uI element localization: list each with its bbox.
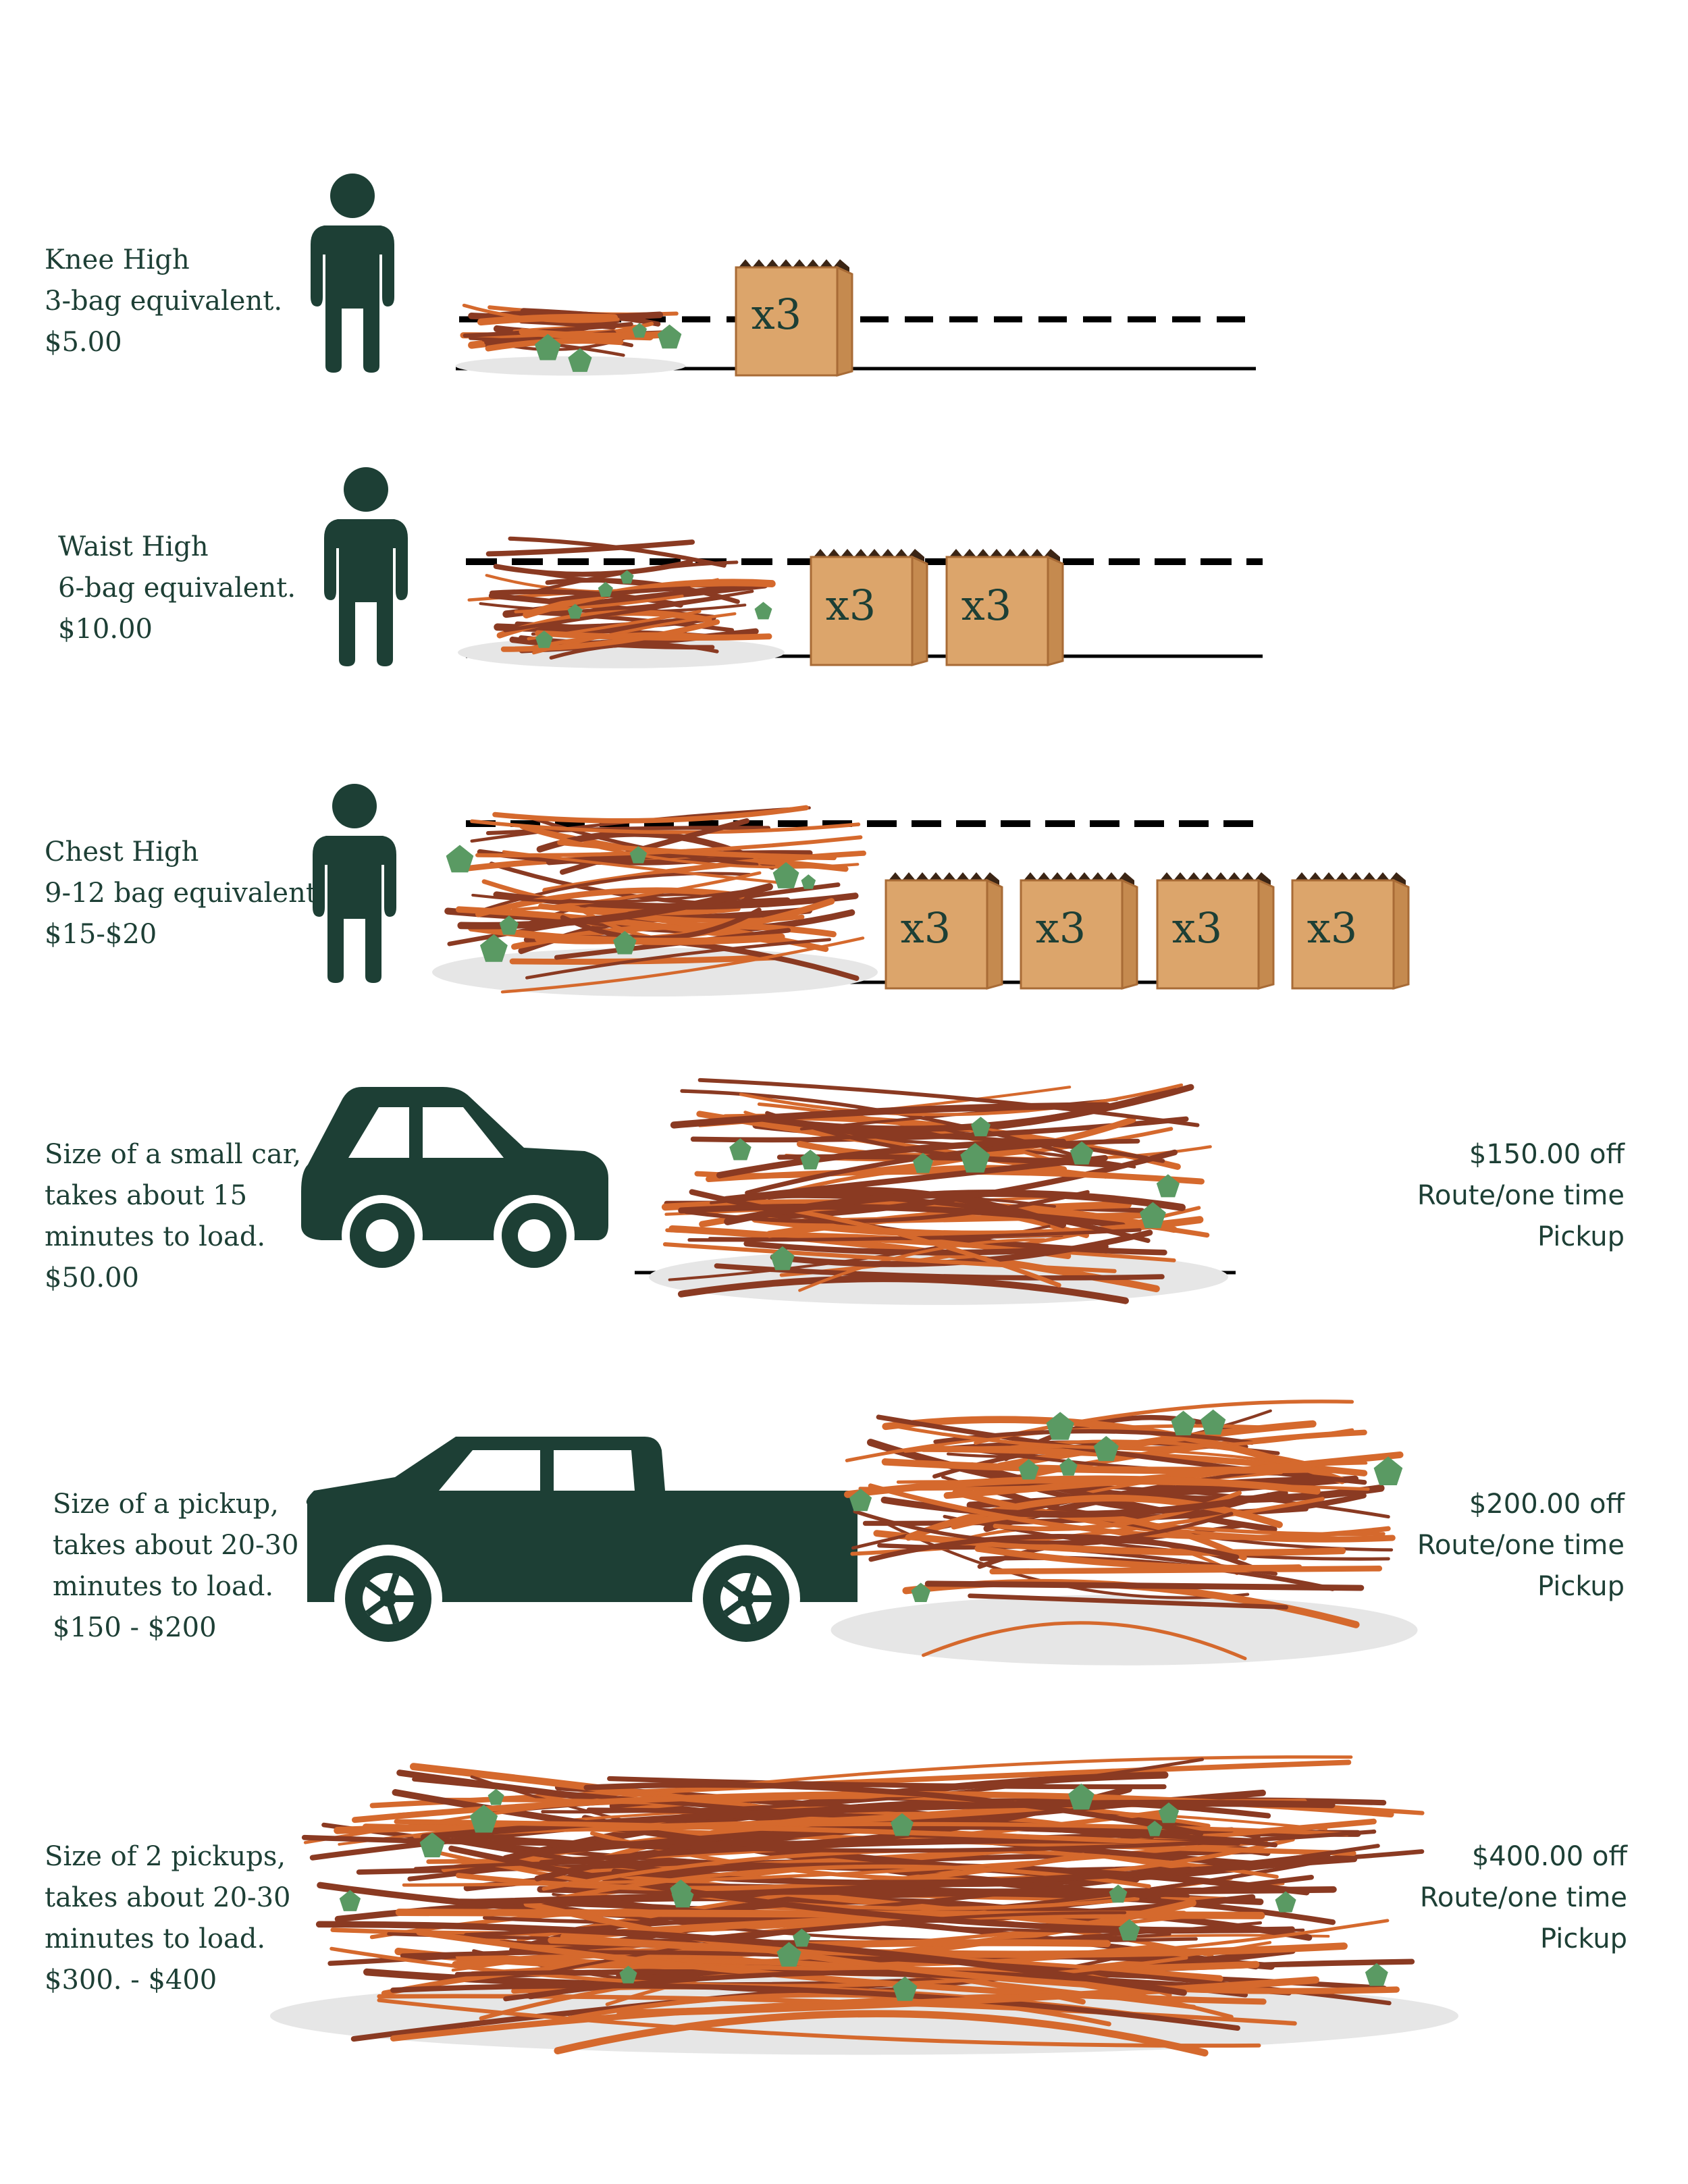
bag-label: x3 <box>826 581 876 630</box>
brush-pile-icon <box>830 1400 1418 1666</box>
discount-two-pickups: $400.00 off Route/one time Pickup <box>1419 1841 1627 1954</box>
brush-pile-icon <box>458 536 785 668</box>
leaf-icon <box>479 934 508 962</box>
brush-pile-icon <box>455 303 686 376</box>
leaf-icon <box>598 581 613 597</box>
bag-label: x3 <box>901 903 951 953</box>
discount-small-car: $150.00 off Route/one time Pickup <box>1417 1139 1625 1252</box>
row-text-two-pickups: Size of 2 pickups, takes about 20-30 min… <box>45 1841 291 1996</box>
leaf-icon <box>613 930 637 955</box>
leaf-icon <box>1068 1783 1094 1810</box>
leaf-icon <box>671 1885 694 1908</box>
leaf-icon <box>1109 1884 1128 1903</box>
leaf-icon <box>1171 1410 1196 1436</box>
brush-pile-icon <box>270 1755 1458 2057</box>
leaf-icon <box>499 915 519 935</box>
leaf-icon <box>1070 1141 1094 1165</box>
leaf-icon <box>1373 1456 1403 1486</box>
leaf-icon <box>534 334 561 361</box>
leaf-icon <box>776 1942 801 1967</box>
leaf-icon <box>535 630 553 648</box>
leaf-icon <box>339 1890 361 1911</box>
leaf-icon <box>629 846 648 863</box>
pickup-truck-icon <box>306 1437 858 1653</box>
bag-label: x3 <box>1036 903 1086 953</box>
leaf-icon <box>911 1582 931 1603</box>
leaf-icon <box>487 1788 504 1805</box>
leaf-icon <box>1275 1891 1296 1913</box>
leaf-icon <box>1156 1174 1180 1198</box>
leaf-icon <box>891 1813 914 1836</box>
leaf-icon <box>1158 1802 1180 1823</box>
leaf-icon <box>619 1965 637 1983</box>
leaf-icon <box>1201 1409 1226 1435</box>
leaf-icon <box>446 845 474 873</box>
leaf-icon <box>632 323 648 338</box>
leaf-icon <box>893 1976 918 2001</box>
leaf-icon <box>1093 1435 1119 1462</box>
leaf-icon <box>800 1149 820 1170</box>
leaf-icon <box>567 604 583 619</box>
row-text-pickup: Size of a pickup, takes about 20-30 minu… <box>53 1489 299 1643</box>
leaf-icon <box>419 1832 445 1858</box>
leaf-icon <box>469 1805 498 1833</box>
leaf-icon <box>657 324 682 349</box>
brush-pile-icon <box>432 805 878 996</box>
bag-label: x3 <box>1307 903 1357 953</box>
leaf-icon <box>1118 1919 1140 1941</box>
leaf-icon <box>1365 1963 1388 1986</box>
leaf-icon <box>801 874 816 889</box>
bag-label: x3 <box>1172 903 1222 953</box>
leaf-icon <box>1140 1202 1166 1229</box>
leaf-icon <box>1059 1458 1078 1476</box>
leaf-icon <box>754 602 772 620</box>
row-text-waist-high: Waist High 6-bag equivalent. $10.00 <box>58 531 296 645</box>
leaf-icon <box>729 1138 751 1161</box>
person-icon <box>311 174 394 373</box>
row-text-chest-high: Chest High 9-12 bag equivalent. $15-$20 <box>45 836 325 950</box>
leaf-icon <box>620 570 634 584</box>
person-icon <box>324 467 408 666</box>
leaf-icon <box>793 1928 811 1947</box>
row-text-knee-high: Knee High 3-bag equivalent. $5.00 <box>45 244 283 358</box>
bag-label: x3 <box>961 581 1011 630</box>
leaf-icon <box>1146 1820 1163 1836</box>
leaf-icon <box>568 348 592 372</box>
leaf-icon <box>912 1152 933 1173</box>
car-icon <box>301 1087 608 1276</box>
bag-label: x3 <box>751 290 801 339</box>
leaf-icon <box>1018 1459 1039 1480</box>
leaf-icon <box>772 862 799 888</box>
row-text-small-car: Size of a small car, takes about 15 minu… <box>45 1139 302 1294</box>
leaf-icon <box>770 1246 795 1271</box>
discount-pickup: $200.00 off Route/one time Pickup <box>1417 1489 1625 1602</box>
leaf-icon <box>1046 1412 1074 1440</box>
leaf-icon <box>971 1117 991 1137</box>
brush-pile-icon <box>649 1077 1228 1305</box>
leaf-icon <box>849 1489 872 1512</box>
leaf-icon <box>960 1142 991 1173</box>
